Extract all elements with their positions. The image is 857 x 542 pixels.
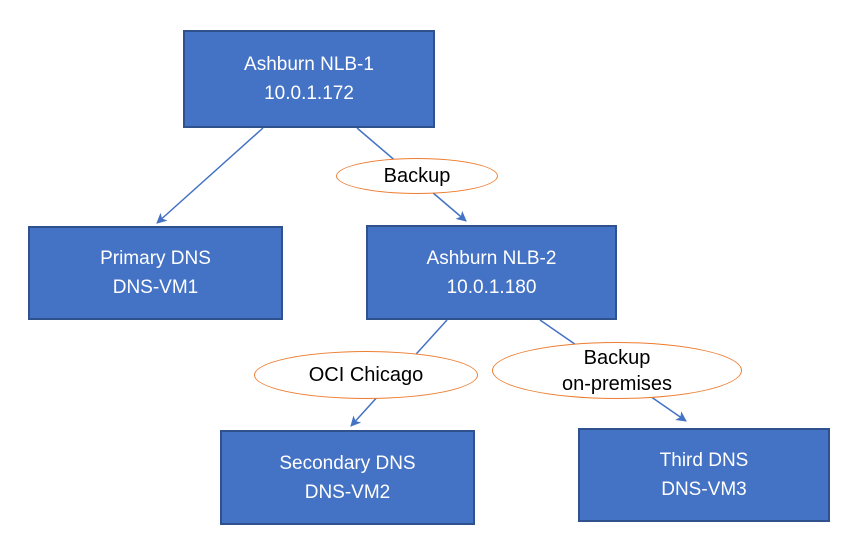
node-primary-dns: Primary DNS DNS-VM1 [28,226,283,320]
node-title: Third DNS [659,450,749,471]
edge-label-backup: Backup [336,158,498,194]
node-ip: 10.0.1.180 [446,276,537,298]
edge-label-text: Backup [383,165,451,187]
edge-label-text: Backup [583,346,651,369]
node-ashburn-nlb-2: Ashburn NLB-2 10.0.1.180 [366,225,617,320]
node-ashburn-nlb-1: Ashburn NLB-1 10.0.1.172 [183,30,435,128]
node-title: Secondary DNS [279,452,416,474]
node-title: Ashburn NLB-2 [426,247,557,269]
arrow-nlb1-to-primary [156,127,264,224]
edge-label-text: on-premises [561,372,673,395]
node-vm: DNS-VM2 [304,481,391,503]
edge-label-oci-chicago: OCI Chicago [254,351,478,399]
edge-label-text: OCI Chicago [308,364,424,386]
edge-label-backup-on-premises: Backup on-premises [492,342,742,399]
node-title: Primary DNS [100,248,211,269]
node-title: Ashburn NLB-1 [244,54,374,75]
node-vm: DNS-VM3 [661,479,747,500]
node-ip: 10.0.1.172 [264,83,354,104]
node-third-dns: Third DNS DNS-VM3 [578,428,830,522]
node-vm: DNS-VM1 [112,277,199,298]
node-secondary-dns: Secondary DNS DNS-VM2 [220,430,475,525]
